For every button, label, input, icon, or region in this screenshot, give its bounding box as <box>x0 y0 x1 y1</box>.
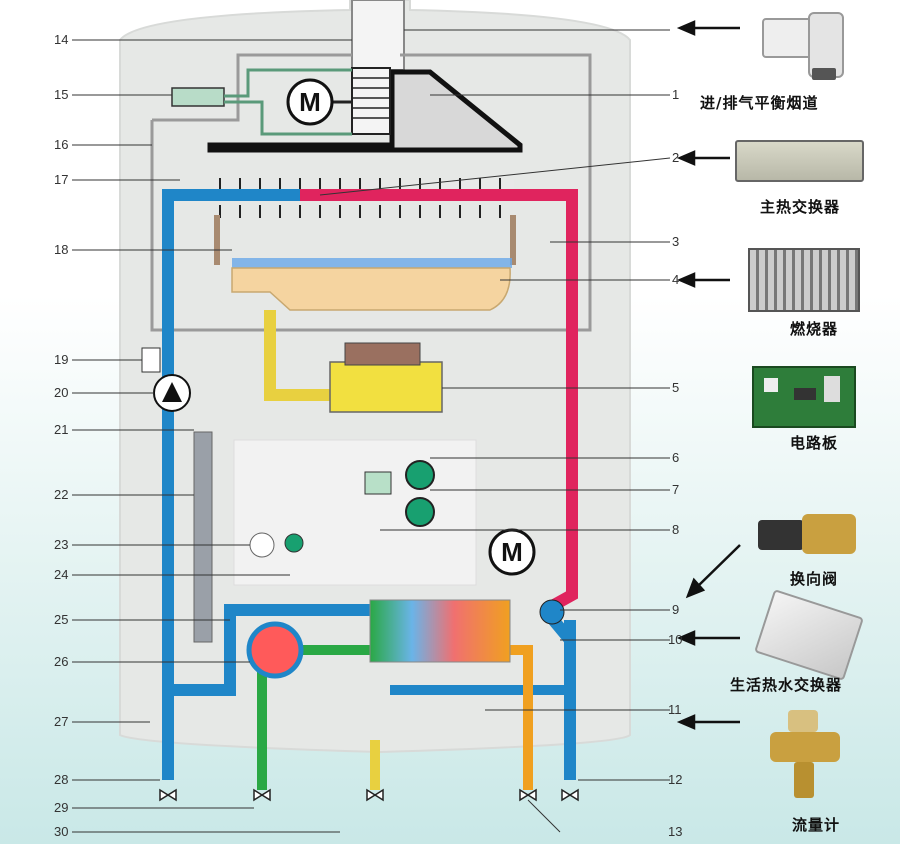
callout-15: 15 <box>54 87 69 102</box>
pressure-gauge <box>249 532 275 558</box>
heat-exchanger-icon <box>735 140 864 182</box>
callout-30: 30 <box>54 824 69 839</box>
reset-button <box>284 533 304 553</box>
callout-9: 9 <box>672 602 680 617</box>
flow-meter-icon <box>770 710 840 800</box>
label-flue: 进/排气平衡烟道 <box>700 94 819 112</box>
callout-11: 11 <box>668 702 682 717</box>
callout-22: 22 <box>54 487 69 502</box>
callout-25: 25 <box>54 612 69 627</box>
knob-dhw <box>405 497 435 527</box>
dhw-plate-exchanger <box>369 599 511 663</box>
flue-duct <box>351 0 405 71</box>
callout-26: 26 <box>54 654 69 669</box>
callout-7: 7 <box>672 482 680 497</box>
heat-exchanger-fins <box>219 178 501 218</box>
callout-1: 1 <box>672 87 680 102</box>
callout-12: 12 <box>668 772 683 787</box>
label-circuit-board: 电路板 <box>790 434 839 452</box>
callout-4: 4 <box>672 272 680 287</box>
callout-23: 23 <box>54 537 69 552</box>
control-panel <box>233 439 477 586</box>
label-burner: 燃烧器 <box>790 320 839 338</box>
callout-29: 29 <box>54 800 69 815</box>
label-main-heat-exchanger: 主热交换器 <box>760 198 841 216</box>
label-dhw-heat-exchanger: 生活热水交换器 <box>730 676 843 694</box>
callout-16: 16 <box>54 137 69 152</box>
callout-27: 27 <box>54 714 69 729</box>
fan-motor <box>286 78 334 126</box>
burner-icon <box>748 248 860 312</box>
diverter-valve-icon <box>758 510 858 560</box>
air-pressure-switch <box>171 87 225 107</box>
callout-18: 18 <box>54 242 69 257</box>
pointer-arrows <box>676 20 741 730</box>
flue-elbow-icon <box>762 12 844 82</box>
burner-body <box>231 267 511 311</box>
gas-valve <box>329 361 443 413</box>
flow-turbine <box>246 621 304 679</box>
label-flow-meter: 流量计 <box>792 816 841 834</box>
callout-21: 21 <box>54 422 69 437</box>
callout-20: 20 <box>54 385 69 400</box>
callout-13: 13 <box>668 824 683 839</box>
ch-return-pipe <box>162 189 370 696</box>
callout-24: 24 <box>54 567 69 582</box>
callout-14: 14 <box>54 32 69 47</box>
knob-heating <box>405 460 435 490</box>
callout-2: 2 <box>672 150 680 165</box>
callout-28: 28 <box>54 772 69 787</box>
diverter-valve <box>539 599 565 625</box>
callout-19: 19 <box>54 352 69 367</box>
isolation-valves <box>159 788 579 802</box>
expansion-vessel <box>193 431 213 643</box>
label-diverter-valve: 换向阀 <box>790 570 839 588</box>
callout-3: 3 <box>672 234 680 249</box>
gas-pipe <box>264 310 330 401</box>
fan-motor-symbol: M <box>299 87 321 117</box>
flue-hood <box>207 69 523 153</box>
combustion-chamber <box>150 53 592 332</box>
display-screen <box>364 471 392 495</box>
callout-6: 6 <box>672 450 680 465</box>
callout-10: 10 <box>668 632 683 647</box>
callout-5: 5 <box>672 380 680 395</box>
burner-flames <box>232 258 512 268</box>
circuit-board-icon <box>752 366 856 428</box>
diverter-motor-symbol: M <box>501 537 523 567</box>
leader-lines <box>72 29 671 833</box>
callout-8: 8 <box>672 522 680 537</box>
callout-17: 17 <box>54 172 69 187</box>
